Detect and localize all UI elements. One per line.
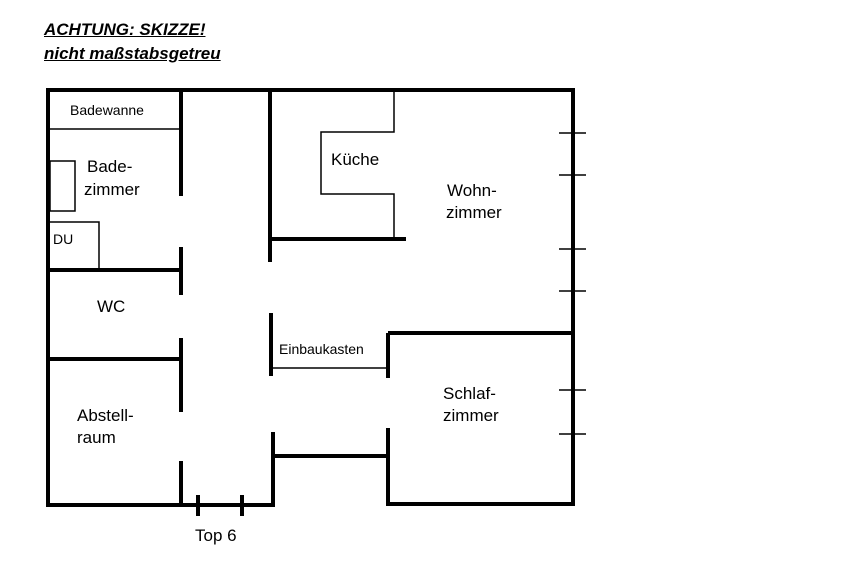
room-label-storage-1: Abstell- [77,406,134,425]
room-label-bathroom-2: zimmer [84,180,140,199]
warning-title: ACHTUNG: SKIZZE! [44,20,206,39]
room-label-shower: DU [53,231,74,247]
room-label-bedroom-2: zimmer [443,406,499,425]
kitchen-counter [320,90,395,239]
outer-walls [46,88,575,507]
entrance-label: Top 6 [195,526,237,545]
room-label-bathtub: Badewanne [70,102,144,118]
interior-walls [48,90,575,516]
room-label-bathroom-1: Bade- [87,157,133,176]
room-label-kitchen: Küche [331,150,380,169]
room-label-living-1: Wohn- [447,181,497,200]
washbasin [49,160,76,212]
room-label-bedroom-1: Schlaf- [443,384,496,403]
room-label-closet: Einbaukasten [279,341,364,357]
fixtures [48,90,586,435]
room-label-wc: WC [97,297,126,316]
room-label-storage-2: raum [77,428,116,447]
warning-subtitle: nicht maßstabsgetreu [44,44,221,63]
shower-outline [48,221,100,270]
room-label-living-2: zimmer [446,203,502,222]
